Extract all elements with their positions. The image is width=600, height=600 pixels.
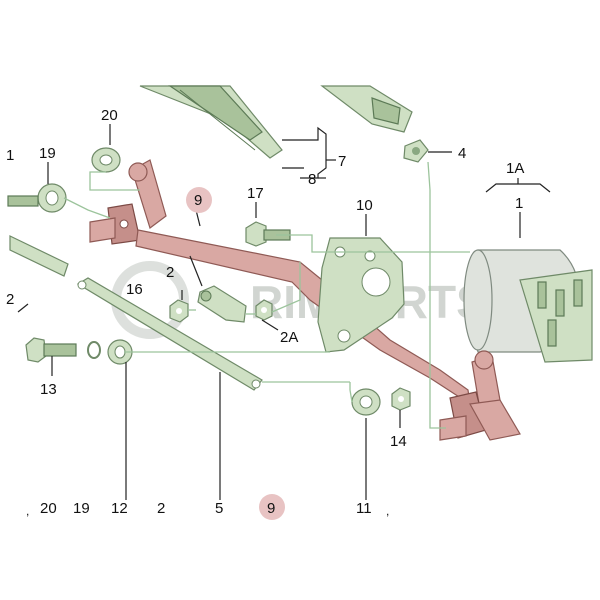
wiper-motor [463, 249, 593, 363]
label-1: 1 [515, 195, 523, 212]
bolt-17 [245, 221, 291, 247]
highlight-circle-9-top [186, 187, 212, 213]
bottom-label-11: 11 [356, 500, 372, 517]
linkage-crank-left [89, 159, 167, 245]
label-1A: 1A [506, 160, 524, 177]
leader-lines [63, 161, 470, 429]
pointer-lines [17, 124, 551, 500]
svg-text:,: , [26, 504, 29, 518]
nut-16 [169, 299, 189, 323]
linkage-crank-right [439, 350, 521, 441]
bottom-label-20: 20 [40, 500, 57, 517]
label-2A: 2A [280, 329, 298, 346]
left-rod [9, 235, 69, 277]
bottom-label-9: 9 [267, 500, 275, 517]
label-left-2: 2 [6, 291, 14, 308]
clip-2 [197, 285, 247, 323]
label-16: 16 [126, 281, 143, 298]
nut-14 [391, 387, 411, 411]
bottom-label-12: 12 [111, 500, 128, 517]
label-17: 17 [247, 185, 264, 202]
nut-2A [255, 299, 273, 321]
bolt-13 [25, 337, 77, 363]
label-left-1: 1 [6, 147, 14, 164]
svg-text:,: , [386, 504, 389, 518]
left-bolt [7, 195, 39, 207]
label-10: 10 [356, 197, 373, 214]
label-13: 13 [40, 381, 57, 398]
label-7: 7 [338, 153, 346, 170]
label-9-top: 9 [194, 192, 202, 209]
bottom-label-19: 19 [73, 500, 90, 517]
label-8: 8 [308, 171, 316, 188]
label-14: 14 [390, 433, 407, 450]
bushing-19 [37, 183, 67, 213]
label-19: 19 [39, 145, 56, 162]
label-20: 20 [101, 107, 118, 124]
part-labels: 20 19 1 2 9 17 10 1A 1 4 7 8 2 16 2A 13 … [6, 107, 524, 450]
bushing-20 [91, 147, 121, 173]
bushing-11 [351, 388, 381, 416]
nut-4 [403, 139, 429, 163]
label-2: 2 [166, 264, 174, 281]
mounting-bracket-10 [317, 237, 405, 353]
wiper-blade [139, 85, 283, 159]
highlight-circle-9-bottom [259, 494, 285, 520]
bottom-label-row: , 20 19 12 2 5 9 11 , [26, 500, 389, 518]
washer [87, 341, 101, 359]
wiper-arm [320, 85, 413, 133]
drag-link-5 [76, 277, 263, 391]
bottom-label-5: 5 [215, 500, 223, 517]
bottom-label-2: 2 [157, 500, 165, 517]
label-4: 4 [458, 145, 466, 162]
